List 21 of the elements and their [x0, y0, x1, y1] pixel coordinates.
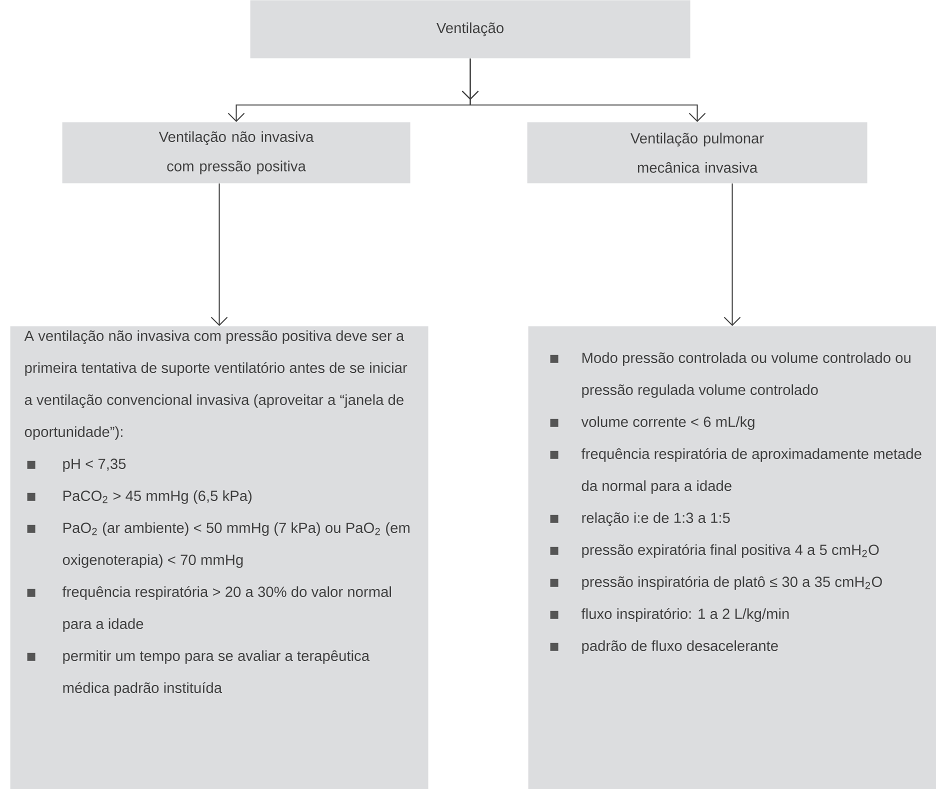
list-item: pH < 7,35 [63, 458, 126, 472]
list-item: PaCO$_{2}$ > 45 mmHg (6,5 kPa) [63, 490, 252, 504]
box-label: Ventilação pulmonar mecânica invasiva [630, 132, 764, 173]
list-item: relação i:e de 1:3 a 1:5 [582, 512, 730, 526]
paragraph: A ventilação não invasiva com pressão positiva deve ser a primeira tentativa de suporte ventilatório antes de se iniciar a ventilação convencional invasiva (aproveitar a “janela de oportunidade”): [24, 330, 408, 440]
process-box [62, 122, 410, 184]
process-box [527, 122, 868, 184]
list-item: fluxo inspiratório: 1 a 2 L/kg/min [581, 608, 789, 622]
arrow [462, 58, 706, 122]
box-label: Ventilação não invasiva com pressão positiva [158, 131, 314, 174]
arrow [724, 184, 741, 326]
list-item: padrão de fluxo desacelerante [582, 640, 778, 654]
box-label: Ventilação [436, 22, 504, 36]
arrow [210, 184, 228, 326]
text-box [528, 326, 936, 789]
list-item: pressão expiratória final positiva 4 a 5 cmH$_{2}$O [582, 544, 879, 558]
list-item: permitir um tempo para se avaliar a terapêutica médica padrão instituída [63, 650, 370, 696]
list-item: volume corrente < 6 mL/kg [581, 416, 754, 430]
process-box [250, 0, 690, 58]
list-item: pressão inspiratória de platô ≤ 30 a 35 cmH$_{2}$O [582, 576, 882, 590]
text-box [10, 326, 428, 789]
